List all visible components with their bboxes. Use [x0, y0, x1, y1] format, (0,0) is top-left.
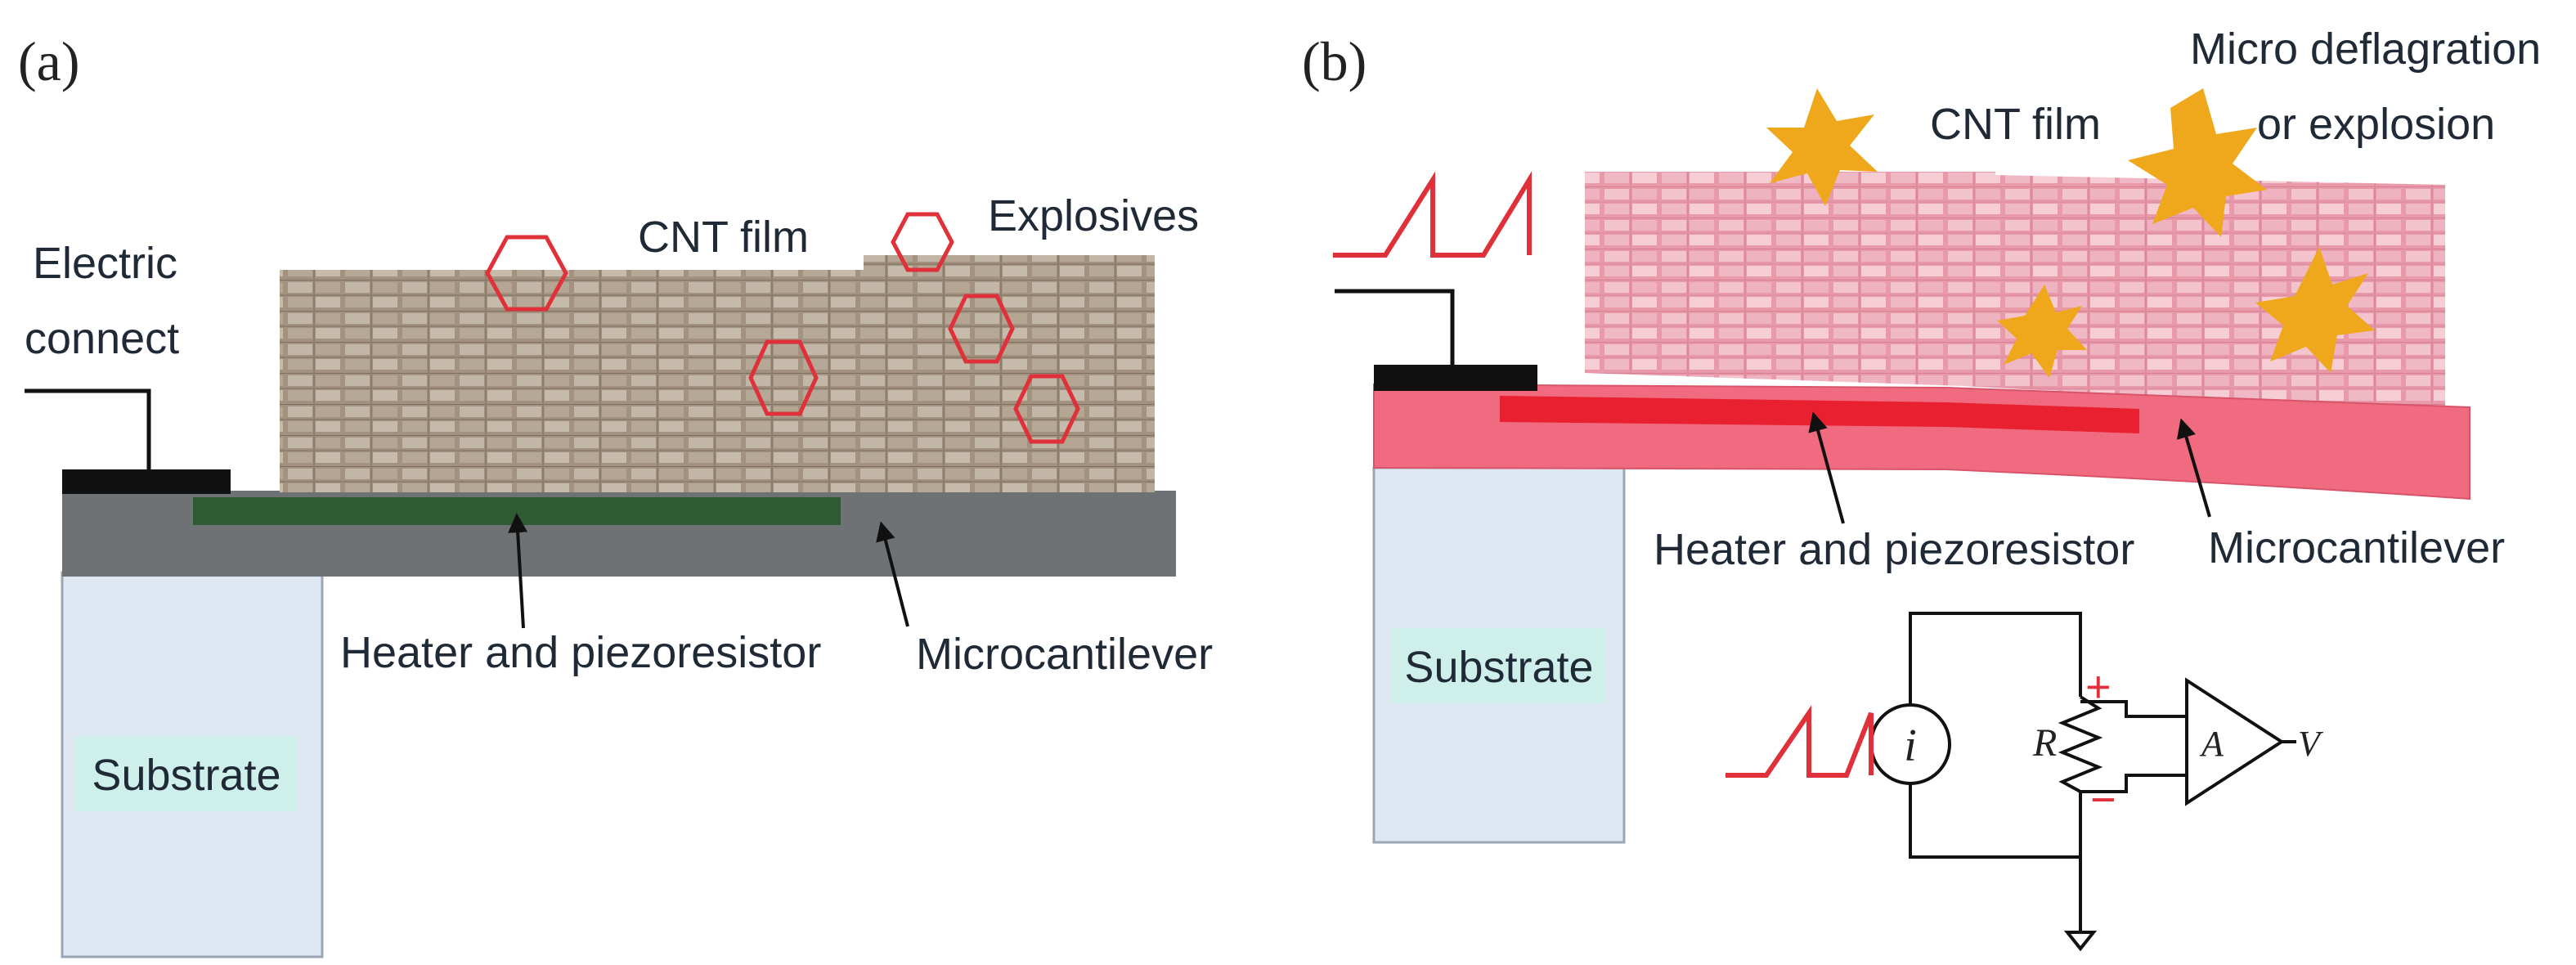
heater-arrow-a	[508, 513, 528, 629]
deflagration-burst-icon	[1766, 88, 1878, 206]
plus-sign: +	[2085, 662, 2112, 711]
explosive-hexagon	[1013, 374, 1080, 444]
electric-connect-label-a-line1: Electric	[33, 239, 177, 288]
panel-b: (b) Substrate CNT film Micro deflagratio…	[1302, 25, 2541, 952]
electrode-pad-b	[1374, 365, 1537, 391]
explosive-hexagon	[748, 339, 819, 416]
amplifier-icon	[2185, 677, 2285, 806]
panel-a: (a) Substrate Electric connect CNT film …	[18, 30, 1213, 958]
heater-label-b: Heater and piezoresistor	[1654, 525, 2134, 574]
ground-icon	[2063, 931, 2098, 952]
cnt-film-label-a: CNT film	[638, 213, 809, 262]
heater-arrow-b	[1808, 411, 1845, 524]
explosive-hexagon	[948, 294, 1015, 364]
microcantilever-label-b: Microcantilever	[2208, 523, 2505, 572]
circuit-wire-top	[1909, 612, 2082, 705]
current-source-label: i	[1904, 720, 1917, 771]
amp-input-plus-wire	[2080, 700, 2187, 718]
micro-deflagration-label-line1: Micro deflagration	[2190, 25, 2541, 74]
explosive-hexagon	[891, 212, 954, 272]
resistor-icon	[2058, 695, 2103, 800]
amplifier-label: A	[2199, 724, 2224, 764]
input-pulse-icon	[1726, 705, 1874, 778]
sawtooth-pulse-icon	[1333, 171, 1532, 258]
minus-sign: −	[2090, 775, 2116, 824]
output-voltage-label: V	[2298, 724, 2324, 764]
cnt-film-label-b: CNT film	[1930, 100, 2101, 149]
microcantilever-arrow-b	[2176, 418, 2211, 518]
cnt-film-a-right	[864, 255, 1155, 492]
electric-connect-wire-b	[1335, 289, 1455, 365]
heater-label-a: Heater and piezoresistor	[340, 628, 821, 677]
substrate-label-b: Substrate	[1404, 643, 1593, 692]
substrate-label-a: Substrate	[92, 751, 280, 800]
readout-circuit	[1909, 612, 2296, 952]
electric-connect-label-a-line2: connect	[25, 314, 179, 363]
resistor-label: R	[2032, 721, 2057, 765]
amp-input-minus-wire	[2080, 774, 2187, 793]
explosive-hexagon	[485, 235, 568, 312]
deflagration-burst-icon	[2255, 247, 2375, 373]
cnt-film-a-left	[280, 270, 864, 492]
microcantilever-arrow-a	[876, 521, 909, 627]
deflagration-burst-icon	[2128, 88, 2267, 237]
explosives-label: Explosives	[988, 191, 1199, 240]
substrate-label-bg-a	[75, 736, 298, 811]
panel-a-label: (a)	[18, 30, 79, 92]
electric-connect-wire-a	[25, 388, 151, 469]
microcantilever-label-a: Microcantilever	[916, 630, 1213, 679]
electrode-pad-a	[62, 469, 231, 494]
panel-b-label: (b)	[1302, 30, 1367, 92]
deflagration-burst-icon	[1997, 285, 2087, 378]
circuit-wire-bottom	[1909, 783, 2082, 859]
substrate-label-bg-b	[1392, 628, 1606, 703]
cnt-film-b	[1585, 172, 2445, 409]
micro-deflagration-label-line2: or explosion	[2257, 100, 2495, 149]
